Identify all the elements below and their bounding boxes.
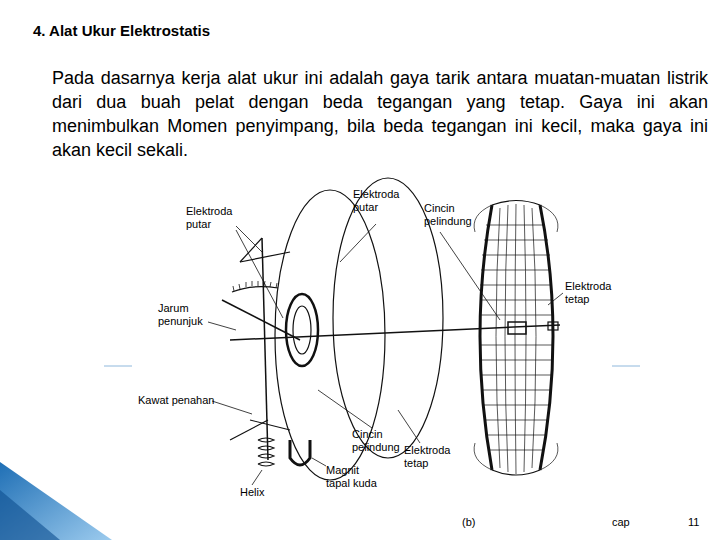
part-label: Elektroda tetap <box>565 280 617 306</box>
part-label: Kawat penahan <box>138 394 214 407</box>
part-label: Elektroda tetap <box>404 444 456 470</box>
rule-line <box>612 366 640 367</box>
electrostatic-meter <box>208 178 563 485</box>
page-number: 11 <box>688 516 699 529</box>
part-label: Cincin pelindung <box>424 202 478 228</box>
corner-decoration <box>0 462 112 540</box>
part-label: Jarum penunjuk <box>158 302 208 328</box>
part-label: Elektroda putar <box>186 205 238 231</box>
slide-title: 4. Alat Ukur Elektrostatis <box>33 22 210 39</box>
figure-label: (b) <box>462 516 475 529</box>
body-paragraph: Pada dasarnya kerja alat ukur ini adalah… <box>52 66 708 162</box>
part-label: Cincin pelindung <box>352 428 406 454</box>
part-label: Magnit tapal kuda <box>326 464 378 490</box>
rule-line <box>104 366 132 367</box>
footer-text: cap <box>612 516 630 529</box>
corner-decoration <box>0 490 60 540</box>
part-label: Helix <box>240 486 264 499</box>
part-label: Elektroda putar <box>353 188 405 214</box>
